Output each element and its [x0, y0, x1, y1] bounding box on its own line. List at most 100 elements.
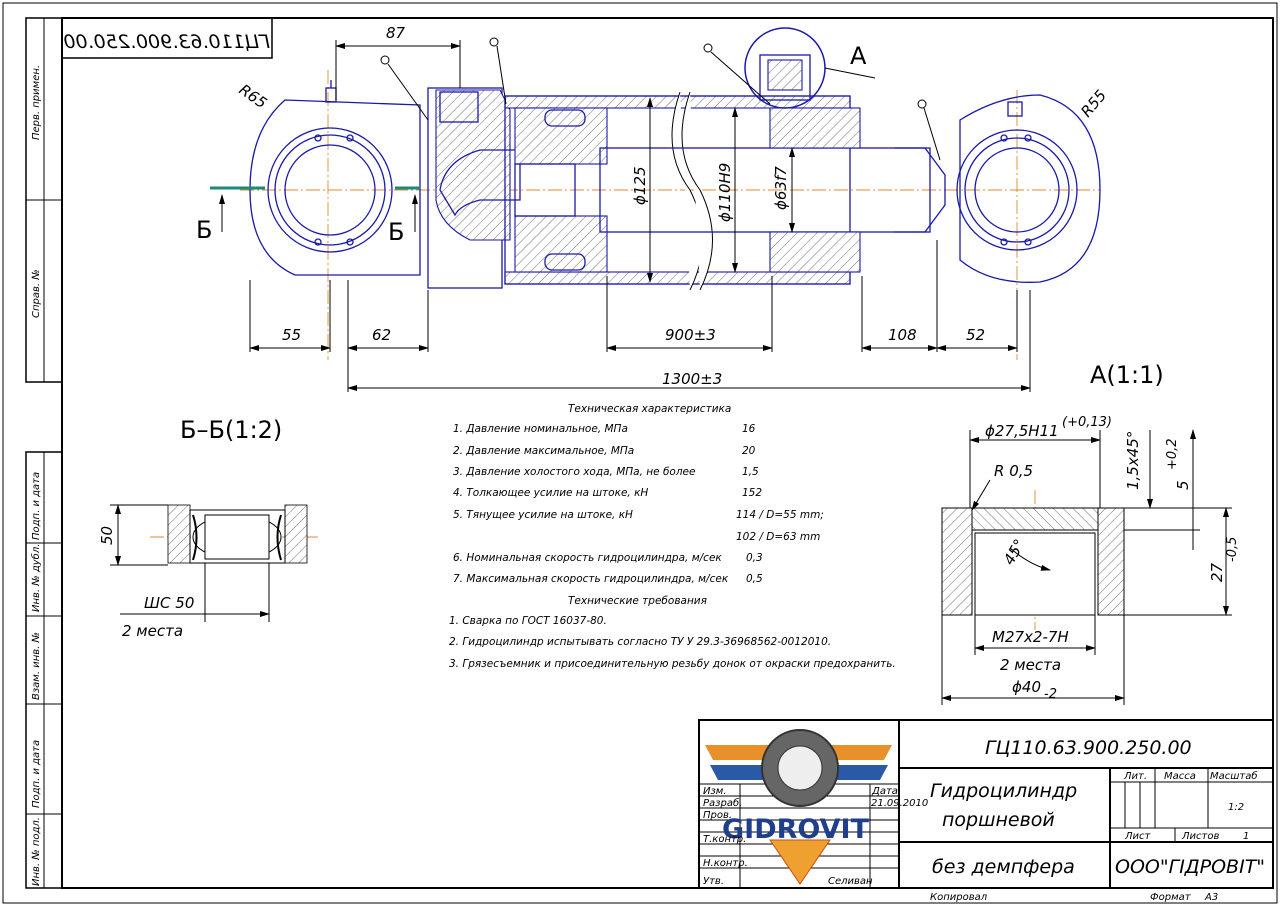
detail-chamfer: 1,5x45°: [1124, 431, 1142, 490]
tb-designation: ГЦ110.63.900.250.00: [985, 737, 1192, 759]
spec-row-8-label: 7. Максимальная скорость гидроцилиндра, …: [453, 573, 729, 585]
tb-hdr-mass: Масса: [1164, 771, 1196, 782]
technical-specs: Техническая характеристика 1. Давление н…: [449, 403, 896, 670]
requirement-3: 3. Грязесъемник и присоединительную резь…: [449, 658, 896, 670]
bb-places: 2 места: [122, 622, 183, 640]
dimension-lines: [219, 40, 1031, 392]
tb-format-value: А3: [1204, 892, 1218, 903]
side-label-sprav-no: Справ. №: [31, 269, 42, 318]
logo-text: GIDROVIT: [722, 814, 870, 845]
tb-format: Формат: [1150, 892, 1192, 903]
dim-d110: ϕ110H9: [716, 163, 734, 222]
tb-sheets: Листов: [1181, 831, 1219, 842]
spec-row-6-value: 102 / D=63 mm: [736, 531, 820, 543]
tb-tkontr: Т.контр.: [703, 834, 746, 845]
bb-bearing: ШС 50: [144, 594, 194, 612]
dim-d125: ϕ125: [631, 166, 649, 205]
dim-55: 55: [282, 326, 301, 344]
spec-row-2-value: 20: [742, 445, 756, 457]
piston-rod: [599, 147, 946, 233]
detail-bore-tol: (+0,13): [1062, 415, 1112, 430]
section-label-bb: Б–Б(1:2): [180, 416, 282, 444]
spec-row-1-label: 1. Давление номинальное, МПа: [453, 423, 628, 435]
dim-108: 108: [888, 326, 917, 344]
tb-razrab: Разраб.: [703, 797, 742, 809]
spec-row-5-label: 5. Тянущее усилие на штоке, кН: [453, 509, 633, 521]
detail-outer-tol: -2: [1044, 687, 1057, 702]
dim-900: 900±3: [665, 326, 716, 344]
side-label-podp-data-2: Подп. и дата: [31, 740, 42, 808]
side-label-podp-data-1: Подп. и дата: [31, 472, 42, 540]
detail-bore: ϕ27,5H11: [985, 422, 1059, 440]
spec-row-4-value: 152: [742, 487, 762, 499]
tb-name-line1: Гидроцилиндр: [930, 780, 1077, 802]
spec-row-7-value: 0,3: [746, 552, 763, 564]
spec-row-3-value: 1,5: [742, 466, 759, 478]
tb-utv: Утв.: [703, 876, 724, 887]
rear-cap: [427, 87, 521, 289]
tb-izm: Изм.: [703, 786, 727, 797]
cylinder-main-view: 87 R65 R55 ϕ125 ϕ110H9 ϕ63f7 55 62 900±3…: [180, 24, 1164, 444]
leader-lines: [380, 37, 941, 161]
detail-depth27-tol: -0,5: [1225, 537, 1240, 562]
tb-copied: Копировал: [930, 892, 988, 903]
cylinder-tube: [504, 91, 851, 291]
spec-row-7-label: 6. Номинальная скорость гидроцилиндра, м…: [453, 552, 722, 564]
tb-hdr-scale: Масштаб: [1210, 770, 1258, 782]
dim-1300: 1300±3: [662, 370, 722, 388]
tb-company: ООО"ГІДРОВІТ": [1115, 856, 1265, 878]
title-block: GIDROVIT Изм. Разраб. Пров. Т.контр. Н.к…: [698, 719, 1274, 903]
tb-selivan: Селиван: [828, 876, 873, 887]
requirements-title: Технические требования: [568, 595, 707, 607]
side-label-inv-podl: Инв. № подл.: [31, 817, 42, 886]
tb-date-value: 21.09.2010: [871, 798, 928, 809]
side-strip: Перв. примен. Справ. № Подп. и дата Инв.…: [25, 17, 63, 889]
dim-r55: R55: [1077, 86, 1110, 120]
requirement-1: 1. Сварка по ГОСТ 16037-80.: [449, 615, 607, 627]
spec-row-3-label: 3. Давление холостого хода, МПа, не боле…: [453, 466, 695, 478]
tb-sheet: Лист: [1124, 831, 1152, 842]
dim-r65: R65: [236, 81, 271, 113]
detail-depth5: 5: [1174, 480, 1192, 490]
dim-62: 62: [372, 326, 391, 344]
tb-prov: Пров.: [703, 810, 732, 821]
requirement-2: 2. Гидроцилиндр испытывать согласно ТУ У…: [449, 636, 831, 648]
tb-name-line3: без демпфера: [932, 856, 1075, 878]
side-label-vzam-inv: Взам. инв. №: [31, 632, 42, 700]
section-label-b-left: Б: [196, 216, 212, 244]
side-label-perv-primen: Перв. примен.: [31, 65, 42, 140]
detail-outer: ϕ40: [1012, 678, 1041, 696]
front-gland: [744, 27, 861, 273]
gidrovit-logo: GIDROVIT: [705, 729, 892, 885]
section-label-b-right: Б: [388, 218, 404, 246]
detail-thread: M27x2-7H: [992, 628, 1069, 646]
piston: [514, 107, 608, 273]
left-eye: [210, 80, 421, 276]
right-eye: [956, 94, 1101, 283]
tb-nkontr: Н.контр.: [703, 858, 748, 869]
view-label-a-scale: А(1:1): [1090, 361, 1164, 389]
tb-name-line2: поршневой: [942, 809, 1055, 831]
mirrored-designation: ГЦ110.63.900.250.00: [61, 17, 273, 59]
section-bb-view: 50 ШС 50 2 места: [98, 504, 320, 640]
side-label-inv-dubl: Инв. № дубл.: [30, 544, 42, 612]
detail-depth5-tol: +0,2: [1165, 438, 1180, 470]
detail-depth27: 27: [1208, 562, 1226, 582]
dim-52: 52: [966, 326, 985, 344]
tb-sheets-count: 1: [1243, 831, 1249, 842]
spec-row-8-value: 0,5: [746, 573, 763, 585]
mirrored-designation-text: ГЦ110.63.900.250.00: [63, 31, 270, 53]
detail-radius: R 0,5: [994, 462, 1033, 480]
spec-row-2-label: 2. Давление максимальное, МПа: [453, 445, 634, 457]
bb-dim-50: 50: [98, 526, 116, 545]
tb-scale: 1:2: [1228, 802, 1244, 813]
view-label-a: А: [850, 42, 867, 70]
tb-data: Дата: [871, 786, 898, 797]
spec-row-1-value: 16: [742, 423, 756, 435]
tb-hdr-lit: Лит.: [1123, 771, 1147, 782]
spec-row-5-value: 114 / D=55 mm;: [736, 509, 824, 521]
specs-title: Техническая характеристика: [568, 403, 731, 415]
dim-d63: ϕ63f7: [772, 166, 790, 210]
